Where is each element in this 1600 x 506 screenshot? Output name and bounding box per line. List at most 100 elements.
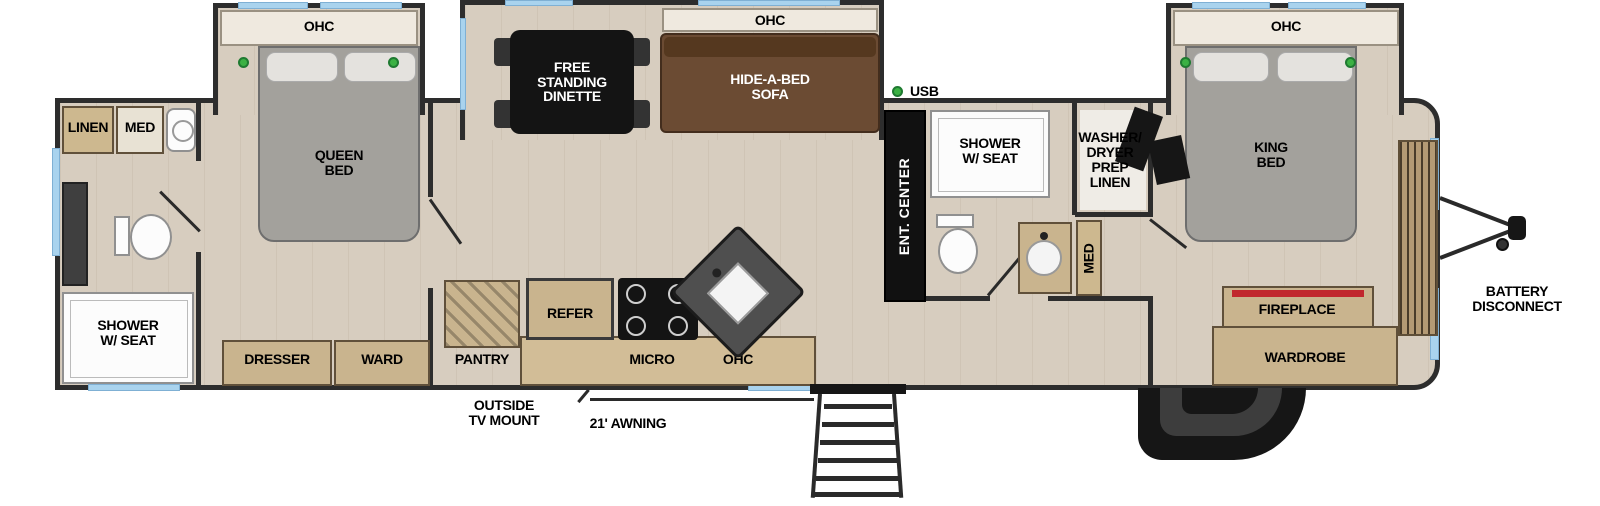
wall-bath-bedroom-bottom xyxy=(196,252,201,388)
fold-step-inner xyxy=(1182,388,1258,414)
window-living-slide-top2 xyxy=(698,0,840,6)
queen-ohc-cabinet xyxy=(220,10,418,46)
stair-step-6 xyxy=(814,492,902,497)
king-ohc-cabinet xyxy=(1173,10,1399,46)
window-living-slide-top1 xyxy=(505,0,573,6)
usb-indicator xyxy=(892,86,903,97)
med-label-mid: MED xyxy=(1080,242,1097,274)
stair-rail-left xyxy=(810,393,822,498)
tv-mount-label: OUTSIDE TV MOUNT xyxy=(468,397,540,428)
wall-bath-bedroom-top xyxy=(196,103,201,161)
med-cabinet-mid: MED xyxy=(1076,220,1102,296)
stair-step-3 xyxy=(820,440,896,445)
rear-bath-sink-bowl xyxy=(172,120,194,142)
fireplace-insert xyxy=(1232,290,1364,297)
refrigerator xyxy=(526,278,614,340)
awning-line xyxy=(590,398,814,401)
entertainment-center: ENT. CENTER xyxy=(884,110,926,302)
window-living-slide-side xyxy=(460,18,466,110)
awning-label: 21' AWNING xyxy=(589,415,667,431)
battery-disconnect-label: BATTERY DISCONNECT xyxy=(1472,283,1562,314)
queen-bed-label: QUEEN BED xyxy=(314,147,364,178)
stove-burner-3 xyxy=(626,316,646,336)
dinette-label: FREE STANDING DINETTE xyxy=(537,58,607,105)
window-bottom-left xyxy=(88,384,180,391)
stair-step-4 xyxy=(818,458,898,463)
hitch-arm-top xyxy=(1439,196,1513,228)
ward-label: WARD xyxy=(361,351,403,367)
mid-shower xyxy=(930,110,1050,198)
fireplace-label: FIREPLACE xyxy=(1258,301,1336,317)
ent-center-label: ENT. CENTER xyxy=(896,157,913,255)
med-cabinet-rear xyxy=(116,106,164,154)
queen-pillow-right xyxy=(344,52,416,82)
dresser-label: DRESSER xyxy=(244,351,310,367)
window-queen-slide-left xyxy=(238,2,308,9)
king-pillow-right xyxy=(1277,52,1353,82)
queen-pillow-left xyxy=(266,52,338,82)
window-rear-wall xyxy=(52,148,60,256)
stair-step-2 xyxy=(822,422,894,427)
ward-cabinet xyxy=(334,340,430,386)
pantry-cabinet xyxy=(444,280,520,348)
mid-shower-label: SHOWER W/ SEAT xyxy=(959,135,1021,166)
mid-toilet-tank xyxy=(936,214,974,228)
window-king-slide-left xyxy=(1192,2,1270,9)
king-ohc-label: OHC xyxy=(1270,18,1302,34)
stair-step-1 xyxy=(824,404,892,409)
sofa-back-cushion xyxy=(664,37,876,57)
kitchen-counter xyxy=(520,336,816,386)
stair-rail-right xyxy=(892,393,904,498)
wall-bedroom-living-bottom xyxy=(428,288,433,388)
wall-midbath-bottom-right xyxy=(1048,296,1152,301)
wall-washer-bottom xyxy=(1075,212,1153,217)
kitchen-ohc-label: OHC xyxy=(722,351,754,367)
mid-shower-pan xyxy=(938,118,1044,192)
linen-cabinet xyxy=(62,106,114,154)
rear-bath-vanity xyxy=(62,182,88,286)
wall-midbath-bottom-left xyxy=(926,296,990,301)
wardrobe-label: WARDROBE xyxy=(1264,349,1346,365)
reading-light-king-right xyxy=(1345,57,1356,68)
wall-washer-left xyxy=(1072,103,1077,215)
reading-light-queen-right xyxy=(388,57,399,68)
living-ohc-label: OHC xyxy=(754,12,786,28)
pantry-label: PANTRY xyxy=(454,351,510,367)
wall-bedroom-living-top xyxy=(428,103,433,197)
dinette-table: FREE STANDING DINETTE xyxy=(510,30,634,134)
hitch-coupler xyxy=(1508,216,1526,240)
queen-ohc-label: OHC xyxy=(303,18,335,34)
reading-light-king-left xyxy=(1180,57,1191,68)
wall-king-hall xyxy=(1148,296,1153,388)
stair-step-5 xyxy=(816,476,900,481)
rear-shower-label: SHOWER W/ SEAT xyxy=(97,317,159,348)
wardrobe-cabinet xyxy=(1212,326,1398,386)
micro-label: MICRO xyxy=(629,351,675,367)
refer-label: REFER xyxy=(547,305,593,321)
dresser-cabinet xyxy=(222,340,332,386)
king-pillow-left xyxy=(1193,52,1269,82)
stove-burner-1 xyxy=(626,284,646,304)
washer-closet-label: WASHER/ DRYER PREP LINEN xyxy=(1078,129,1142,190)
stove-burner-4 xyxy=(668,316,688,336)
usb-label: USB xyxy=(910,83,939,99)
sofa-label: HIDE-A-BED SOFA xyxy=(730,71,810,102)
med-label-rear: MED xyxy=(124,119,156,135)
rear-shower xyxy=(62,292,194,384)
window-queen-slide-right xyxy=(320,2,402,9)
awning-support xyxy=(577,388,590,404)
mid-bath-sink xyxy=(1026,240,1062,276)
mid-toilet-bowl xyxy=(938,228,978,274)
reading-light-queen-left xyxy=(238,57,249,68)
front-closet xyxy=(1398,140,1438,336)
rear-shower-pan xyxy=(70,300,188,378)
rear-toilet-bowl xyxy=(130,214,172,260)
linen-label: LINEN xyxy=(67,119,109,135)
king-bed-label: KING BED xyxy=(1254,139,1288,170)
entry-platform xyxy=(810,384,906,394)
rear-toilet-tank xyxy=(114,216,130,256)
hitch-jack-wheel xyxy=(1496,238,1509,251)
window-king-slide-right xyxy=(1288,2,1366,9)
living-ohc-cabinet xyxy=(662,8,878,32)
